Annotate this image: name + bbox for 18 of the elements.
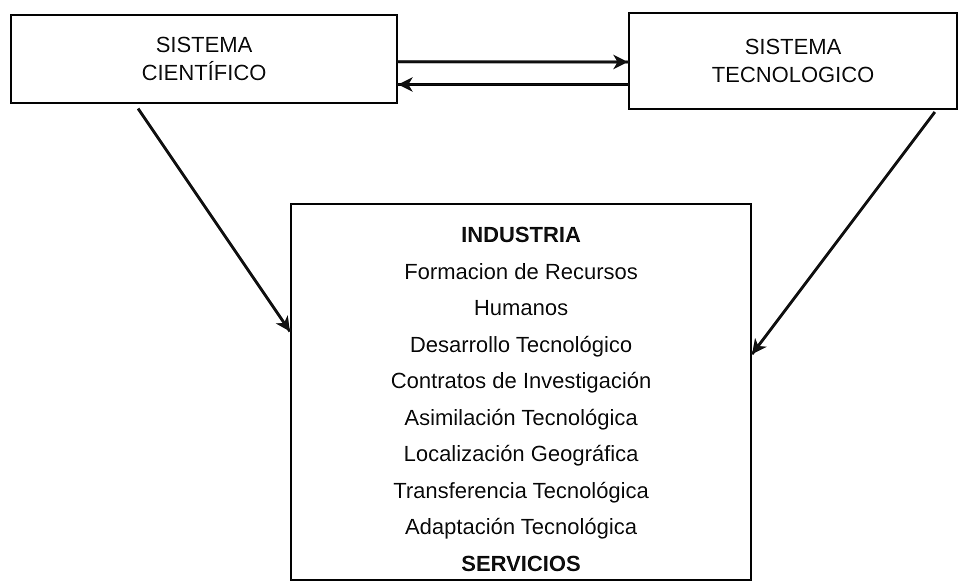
process-box: [628, 12, 958, 110]
box-heading: INDUSTRIA: [461, 221, 581, 249]
arrow: [398, 54, 628, 70]
box-text: Transferencia Tecnológica: [393, 476, 649, 505]
arrow: [750, 111, 936, 356]
box-text: Contratos de Investigación: [390, 367, 652, 395]
process-box: [10, 14, 398, 104]
box-text: SISTEMA CIENTÍFICO: [140, 31, 268, 87]
arrow: [136, 108, 292, 332]
process-box: [290, 203, 752, 581]
box-text: Asimilación Tecnológica: [404, 404, 638, 432]
box-heading: SERVICIOS: [461, 550, 581, 578]
box-text: Localización Geográfica: [404, 440, 638, 468]
box-text: Desarrollo Tecnológico: [410, 330, 632, 359]
box-text: Formacion de Recursos Humanos: [403, 258, 639, 322]
box-text: Adaptación Tecnológica: [405, 513, 637, 541]
box-text: SISTEMA TECNOLOGICO: [710, 33, 876, 89]
arrow: [398, 76, 628, 92]
